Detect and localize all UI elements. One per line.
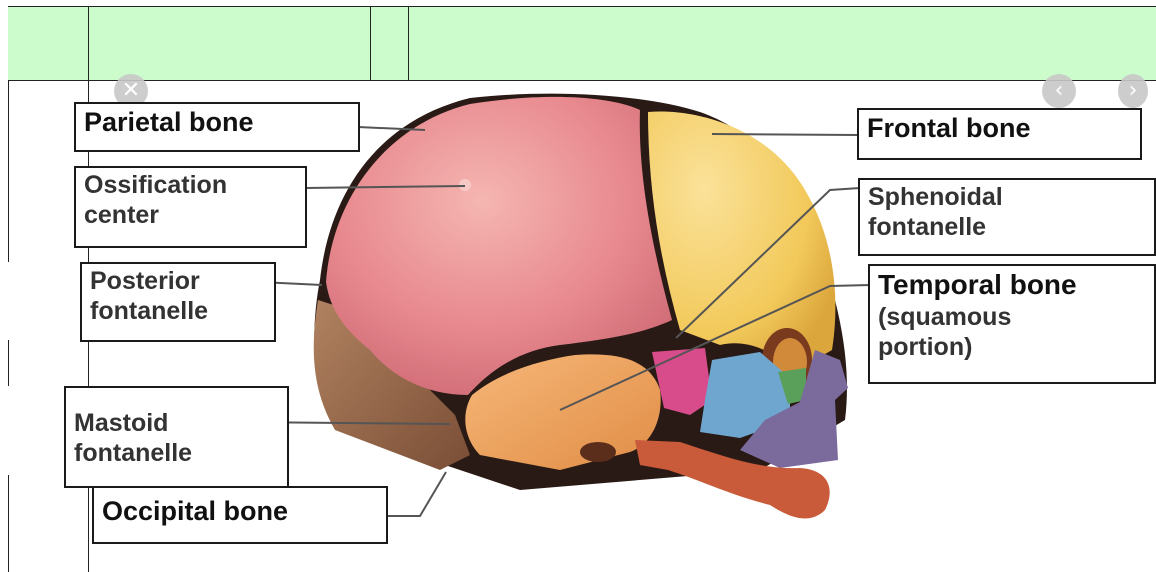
ossification-center-spot — [459, 179, 471, 191]
label-sphenoidal-fontanelle: Sphenoidal fontanelle — [858, 178, 1156, 256]
chevron-right-icon: › — [1129, 78, 1138, 103]
label-posterior-fontanelle: Posterior fontanelle — [80, 262, 276, 342]
label-text: Mastoid — [74, 408, 279, 438]
close-icon: ✕ — [122, 78, 140, 103]
label-text: (squamous — [878, 302, 1146, 332]
prev-button[interactable]: ‹ — [1042, 74, 1076, 108]
label-ossification-center: Ossification center — [74, 166, 307, 248]
label-parietal-bone: Parietal bone — [74, 102, 360, 152]
label-text: Frontal bone — [867, 113, 1031, 143]
label-text: Temporal bone — [878, 268, 1146, 302]
ear-canal-shape — [580, 442, 616, 462]
label-text: Parietal bone — [84, 107, 254, 137]
label-text: Occipital bone — [102, 496, 288, 526]
pointer-occipital — [388, 472, 446, 516]
next-button[interactable]: › — [1118, 74, 1148, 108]
label-text: Ossification — [84, 170, 297, 200]
label-temporal-bone: Temporal bone (squamous portion) — [868, 264, 1156, 384]
chevron-left-icon: ‹ — [1055, 78, 1064, 103]
label-text: fontanelle — [74, 438, 279, 468]
label-mastoid-fontanelle: Mastoid fontanelle — [64, 386, 289, 488]
pointer-frontal — [712, 134, 858, 135]
label-text: Posterior — [90, 266, 266, 296]
label-occipital-bone: Occipital bone — [92, 486, 388, 544]
label-text: fontanelle — [90, 296, 266, 326]
label-text: portion) — [878, 332, 1146, 362]
label-text: fontanelle — [868, 212, 1146, 242]
label-frontal-bone: Frontal bone — [857, 108, 1142, 160]
label-text: Sphenoidal — [868, 182, 1146, 212]
label-text: center — [84, 200, 297, 230]
